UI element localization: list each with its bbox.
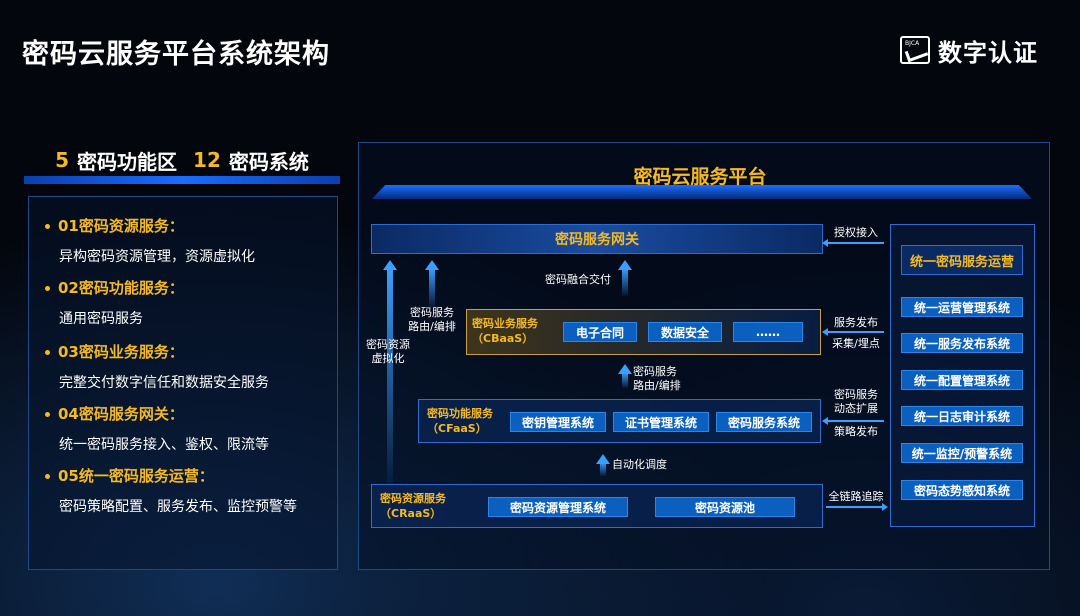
page-title: 密码云服务平台系统架构: [22, 39, 330, 70]
bullet-icon: [45, 286, 50, 291]
brand-logo: BJCA 数字认证: [900, 35, 1038, 67]
connector-collect-label: 采集/埋点: [832, 337, 880, 350]
ops-item: 密码态势感知系统: [901, 480, 1023, 500]
label-areas: 密码功能区: [77, 149, 178, 174]
summary-item-head: 01密码资源服务：: [58, 217, 184, 235]
left-header-bar: [24, 176, 340, 184]
route-orchestration-label: 密码服务路由/编排: [408, 306, 456, 333]
connector-policy-label: 策略发布: [834, 425, 878, 438]
summary-item-desc: 密码策略配置、服务发布、监控预警等: [59, 499, 297, 515]
platform-bar: [372, 185, 1032, 199]
up-arrow-icon: [596, 454, 610, 476]
ops-item: 统一监控/预警系统: [901, 443, 1023, 463]
ops-item: 统一日志审计系统: [901, 406, 1023, 426]
count-systems: 12: [193, 148, 221, 172]
summary-item: 02密码功能服务： 通用密码服务: [45, 277, 184, 328]
connector-auth-label: 授权接入: [834, 226, 878, 239]
layer-name: 密码业务服务（CBaaS）: [472, 317, 538, 345]
left-header: 5 密码功能区 12 密码系统: [24, 140, 340, 180]
bjca-logo-icon: BJCA: [900, 36, 930, 64]
chip-key-management: 密钥管理系统: [510, 412, 606, 432]
platform-title: 密码云服务平台: [633, 166, 767, 188]
summary-item: 05统一密码服务运营： 密码策略配置、服务发布、监控预警等: [45, 465, 297, 516]
resource-virtualization-label: 密码资源虚拟化: [366, 338, 410, 365]
summary-item: 03密码业务服务： 完整交付数字信任和数据安全服务: [45, 341, 269, 392]
chip-cert-management: 证书管理系统: [613, 412, 709, 432]
up-arrow-icon: [618, 364, 632, 388]
connector-line: [822, 239, 884, 247]
connector-trace-label: 全链路追踪: [828, 490, 884, 503]
logo-text: 数字认证: [938, 38, 1038, 67]
summary-item: 04密码服务网关： 统一密码服务接入、鉴权、限流等: [45, 403, 269, 454]
summary-item-desc: 异构密码资源管理，资源虚拟化: [59, 249, 255, 265]
bullet-icon: [45, 224, 50, 229]
ops-item: 统一配置管理系统: [901, 370, 1023, 390]
connector-line: [822, 328, 884, 336]
connector-line: [826, 503, 888, 511]
chip-resource-management: 密码资源管理系统: [488, 497, 628, 517]
summary-item-head: 03密码业务服务：: [58, 343, 184, 361]
summary-item-desc: 完整交付数字信任和数据安全服务: [59, 375, 269, 391]
auto-schedule-label: 自动化调度: [612, 458, 667, 471]
ops-item: 统一运营管理系统: [901, 297, 1023, 317]
summary-item: 01密码资源服务： 异构密码资源管理，资源虚拟化: [45, 215, 255, 266]
summary-item-head: 05统一密码服务运营：: [58, 467, 214, 485]
up-arrow-icon: [425, 260, 439, 308]
label-systems: 密码系统: [228, 149, 309, 174]
up-arrow-icon: [383, 260, 397, 484]
chip-more: ……: [733, 322, 803, 342]
chip-e-contract: 电子合同: [563, 322, 637, 342]
left-summary-panel: 01密码资源服务： 异构密码资源管理，资源虚拟化 02密码功能服务： 通用密码服…: [28, 196, 338, 570]
chip-resource-pool: 密码资源池: [655, 497, 795, 517]
count-areas: 5: [55, 148, 70, 172]
bullet-icon: [45, 412, 50, 417]
bullet-icon: [45, 350, 50, 355]
summary-item-desc: 统一密码服务接入、鉴权、限流等: [59, 437, 269, 453]
summary-item-desc: 通用密码服务: [59, 311, 143, 327]
mid-route-label: 密码服务路由/编排: [633, 365, 681, 392]
chip-crypto-service: 密码服务系统: [716, 412, 812, 432]
fusion-delivery-label: 密码融合交付: [545, 273, 611, 286]
bullet-icon: [45, 474, 50, 479]
connector-publish-label: 服务发布: [834, 316, 878, 329]
layer-name: 密码资源服务（CRaaS）: [380, 492, 446, 520]
ops-panel-title: 统一密码服务运营: [901, 245, 1023, 275]
connector-line: [822, 417, 884, 425]
summary-item-head: 04密码服务网关：: [58, 405, 184, 423]
layer-name: 密码功能服务（CFaaS）: [427, 407, 493, 435]
chip-data-security: 数据安全: [648, 322, 722, 342]
logo-badge-text: BJCA: [905, 40, 920, 47]
ops-item: 统一服务发布系统: [901, 333, 1023, 353]
summary-item-head: 02密码功能服务：: [58, 279, 184, 297]
up-arrow-icon: [618, 260, 632, 296]
connector-expand-label: 密码服务动态扩展: [834, 388, 878, 415]
gateway-layer: 密码服务网关: [371, 224, 823, 254]
